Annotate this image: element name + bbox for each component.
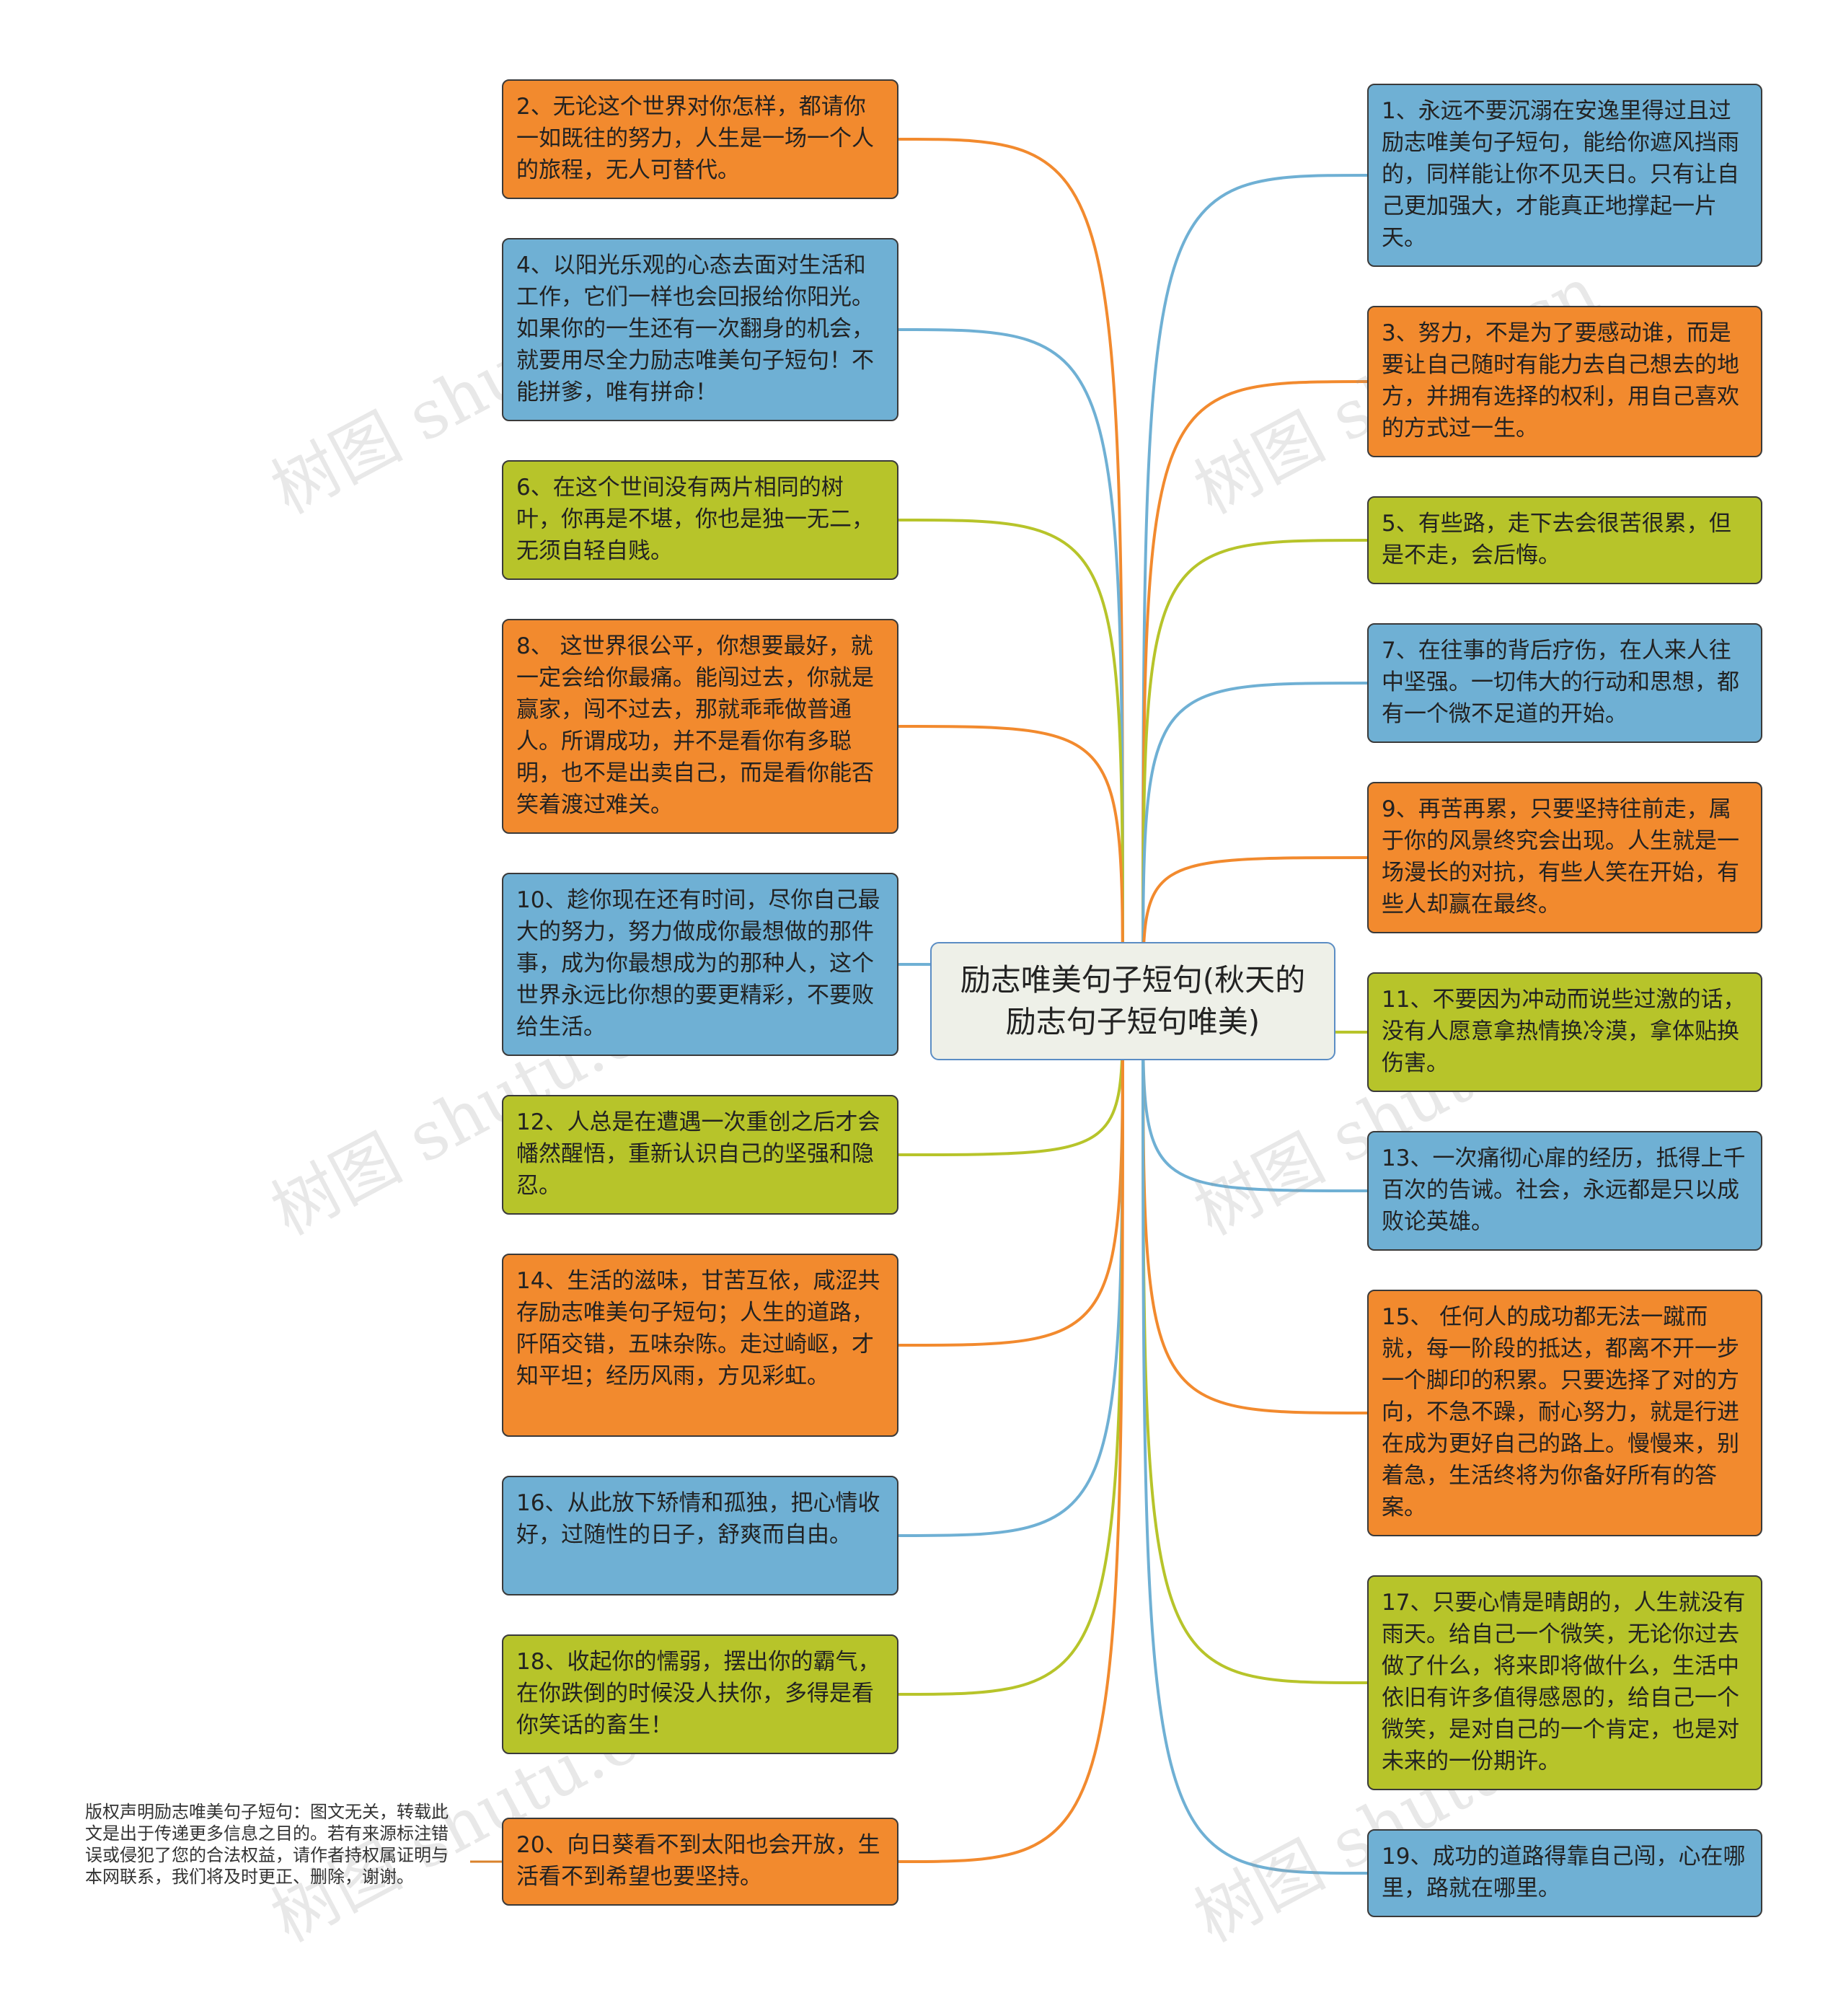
topic-node-7[interactable]: 7、在往事的背后疗伤，在人来人往中坚强。一切伟大的行动和思想，都有一个微不足道的…: [1367, 623, 1762, 743]
connector-18: [898, 1000, 1124, 1696]
connector-5: [1141, 539, 1368, 1002]
topic-node-17[interactable]: 17、只要心情是晴朗的，人生就没有雨天。给自己一个微笑，无论你过去做了什么，将来…: [1367, 1575, 1762, 1790]
topic-node-16[interactable]: 16、从此放下矫情和孤独，把心情收好，过随性的日子，舒爽而自由。: [502, 1476, 898, 1595]
topic-node-3[interactable]: 3、努力，不是为了要感动谁，而是要让自己随时有能力去自己想去的地方，并拥有选择的…: [1367, 306, 1762, 457]
connector-17: [1141, 1000, 1368, 1684]
topic-node-9[interactable]: 9、再苦再累，只要坚持往前走，属于你的风景终究会出现。人生就是一场漫长的对抗，有…: [1367, 782, 1762, 933]
topic-node-10[interactable]: 10、趁你现在还有时间，尽你自己最大的努力，努力做成你最想做的那件事，成为你最想…: [502, 873, 898, 1056]
connector-20: [898, 1000, 1124, 1863]
topic-node-12[interactable]: 12、人总是在遭遇一次重创之后才会幡然醒悟，重新认识自己的坚强和隐忍。: [502, 1095, 898, 1215]
topic-node-5[interactable]: 5、有些路，走下去会很苦很累，但是不走，会后悔。: [1367, 496, 1762, 584]
topic-node-20[interactable]: 20、向日葵看不到太阳也会开放，生活看不到希望也要坚持。: [502, 1818, 898, 1906]
connector-19: [1141, 1000, 1368, 1875]
topic-node-15[interactable]: 15、 任何人的成功都无法一蹴而就，每一阶段的抵达，都离不开一步一个脚印的积累。…: [1367, 1290, 1762, 1536]
topic-node-18[interactable]: 18、收起你的懦弱，摆出你的霸气，在你跌倒的时候没人扶你，多得是看你笑话的畜生！: [502, 1634, 898, 1754]
copyright-note: 版权声明励志唯美句子短句：图文无关，转载此文是出于传递更多信息之目的。若有来源标…: [85, 1802, 449, 1887]
connector-15: [1141, 1000, 1368, 1414]
connector-3: [1141, 380, 1368, 1002]
topic-node-13[interactable]: 13、一次痛彻心扉的经历，抵得上千百次的告诫。社会，永远都是只以成败论英雄。: [1367, 1131, 1762, 1251]
connector-16: [898, 1000, 1124, 1537]
connector-8: [898, 725, 1124, 1002]
topic-node-8[interactable]: 8、 这世界很公平，你想要最好，就一定会给你最痛。能闯过去，你就是赢家，闯不过去…: [502, 619, 898, 834]
connector-7: [1141, 682, 1368, 1002]
connector-6: [898, 519, 1124, 1002]
topic-node-14[interactable]: 14、生活的滋味，甘苦互依，咸涩共存励志唯美句子短句；人生的道路，阡陌交错，五味…: [502, 1254, 898, 1437]
topic-node-4[interactable]: 4、以阳光乐观的心态去面对生活和工作，它们一样也会回报给你阳光。如果你的一生还有…: [502, 238, 898, 421]
topic-node-6[interactable]: 6、在这个世间没有两片相同的树叶，你再是不堪，你也是独一无二，无须自轻自贱。: [502, 460, 898, 580]
topic-node-11[interactable]: 11、不要因为冲动而说些过激的话，没有人愿意拿热情换冷漠，拿体贴换伤害。: [1367, 972, 1762, 1092]
topic-node-19[interactable]: 19、成功的道路得靠自己闯，心在哪里，路就在哪里。: [1367, 1829, 1762, 1917]
topic-node-2[interactable]: 2、无论这个世界对你怎样，都请你一如既往的努力，人生是一场一个人的旅程，无人可替…: [502, 79, 898, 199]
root-topic[interactable]: 励志唯美句子短句(秋天的励志句子短句唯美): [930, 942, 1335, 1060]
topic-node-1[interactable]: 1、永远不要沉溺在安逸里得过且过励志唯美句子短句，能给你遮风挡雨的，同样能让你不…: [1367, 84, 1762, 267]
connector-4: [898, 328, 1124, 1002]
